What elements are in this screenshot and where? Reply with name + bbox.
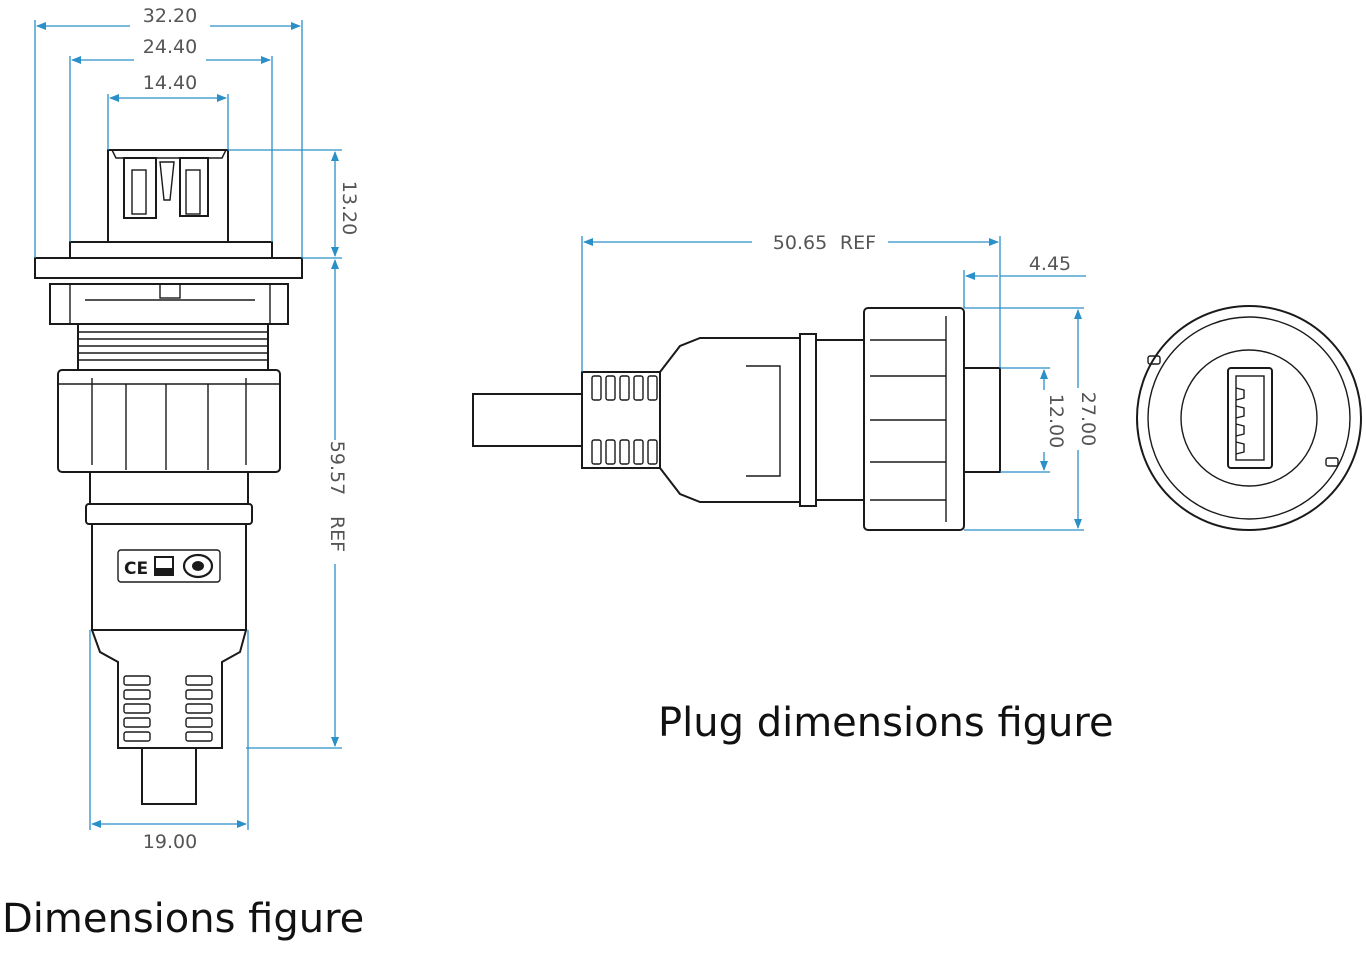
panel-flange [34,257,303,279]
plug-tip [963,367,1001,473]
plug-body-side [659,337,801,503]
dim-plug-outer-height: 27.00 [1077,392,1099,446]
dim-height-top: 13.20 [338,181,360,235]
dim-width-bottom: 19.00 [143,831,197,853]
plug-collar [799,333,817,507]
panel-nut [49,283,289,325]
coupling-nut [57,369,281,473]
dim-height-total: 59.57 [326,441,348,495]
plug-dimensions-figure-caption: Plug dimensions figure [658,700,1114,746]
dim-plug-length-ref: REF [840,232,876,254]
ce-mark: CE [124,559,148,579]
dim-width-mid: 24.40 [143,36,197,58]
plug-strain-relief [581,371,661,469]
thread-section [77,323,269,371]
dim-width-outer: 32.20 [143,5,197,27]
flange-top [69,241,273,259]
dim-plug-inner-height: 12.00 [1045,394,1067,448]
left-dimension-lines [34,20,342,830]
receptacle-drawing: CE [34,149,303,805]
dimensions-figure-caption: Dimensions figure [2,896,364,942]
plug-side-drawing [472,307,1001,531]
dim-plug-lip: 4.45 [1029,253,1071,275]
dim-height-total-ref: REF [326,516,348,552]
cable-stub [141,747,197,805]
strain-relief-grips [123,675,213,742]
plug-body: CE [85,471,253,805]
right-dimension-lines [581,236,1086,531]
dim-plug-length: 50.65 [773,232,827,254]
plug-neck [815,339,865,501]
rohs-mark [182,553,214,579]
usb-port-top [107,149,229,243]
plug-front-view [1136,305,1362,531]
plug-coupling-nut [863,307,965,531]
dim-width-inner: 14.40 [143,72,197,94]
usb-port-face [1227,367,1273,469]
plug-cable [472,393,586,447]
